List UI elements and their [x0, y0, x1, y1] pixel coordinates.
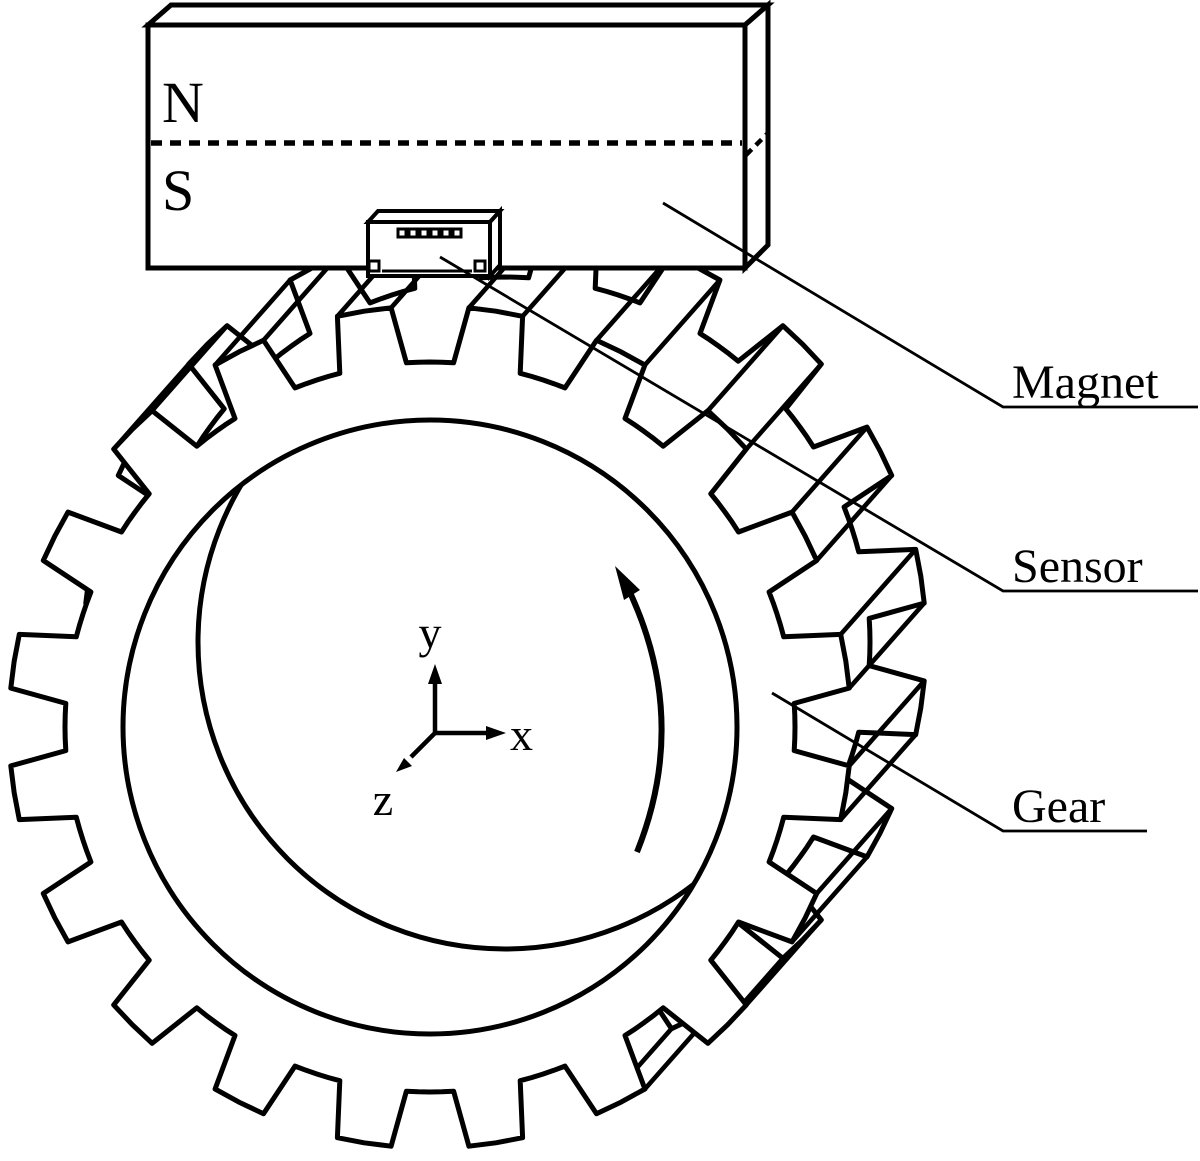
sensor-pin	[418, 227, 430, 239]
callout-leaders	[439, 201, 1198, 833]
magnet-leader-line	[662, 201, 1198, 409]
magnet-label: Magnet	[1012, 356, 1159, 409]
sensor-chip	[363, 205, 505, 282]
sensor-corner-pad-right	[473, 259, 487, 273]
y-axis-arrowhead	[428, 664, 442, 684]
sensor-pin	[396, 227, 408, 239]
z-axis	[409, 731, 437, 759]
gear-bore-edge	[120, 417, 740, 1037]
magnet-top-face	[141, 2, 775, 28]
gear-bore-back-edge	[195, 422, 735, 952]
x-axis-arrowhead	[486, 726, 506, 740]
x-axis-label: x	[510, 709, 533, 760]
magnet-right-face	[742, 0, 771, 275]
sensor-pin	[451, 227, 463, 239]
north-pole-label: N	[162, 70, 204, 135]
sensor-pin	[429, 227, 441, 239]
magnet-pole-divider-side	[744, 132, 769, 157]
sensor-label: Sensor	[1012, 540, 1143, 593]
z-axis-label: z	[373, 774, 393, 825]
gear-label: Gear	[1012, 780, 1105, 833]
south-pole-label: S	[162, 158, 194, 223]
y-axis-label: y	[419, 607, 442, 658]
sensor-pin	[407, 227, 419, 239]
rotation-arrow-icon	[615, 566, 665, 854]
sensor-pin	[440, 227, 452, 239]
sensor-leader-line	[439, 255, 1198, 593]
sensor-pins	[396, 227, 463, 239]
axis-triad	[396, 664, 506, 772]
sensor-corner-pad-left	[367, 259, 381, 273]
gear-leader-line	[771, 691, 1147, 833]
gear-drawing	[8, 220, 927, 1149]
z-axis-arrowhead	[396, 758, 412, 772]
